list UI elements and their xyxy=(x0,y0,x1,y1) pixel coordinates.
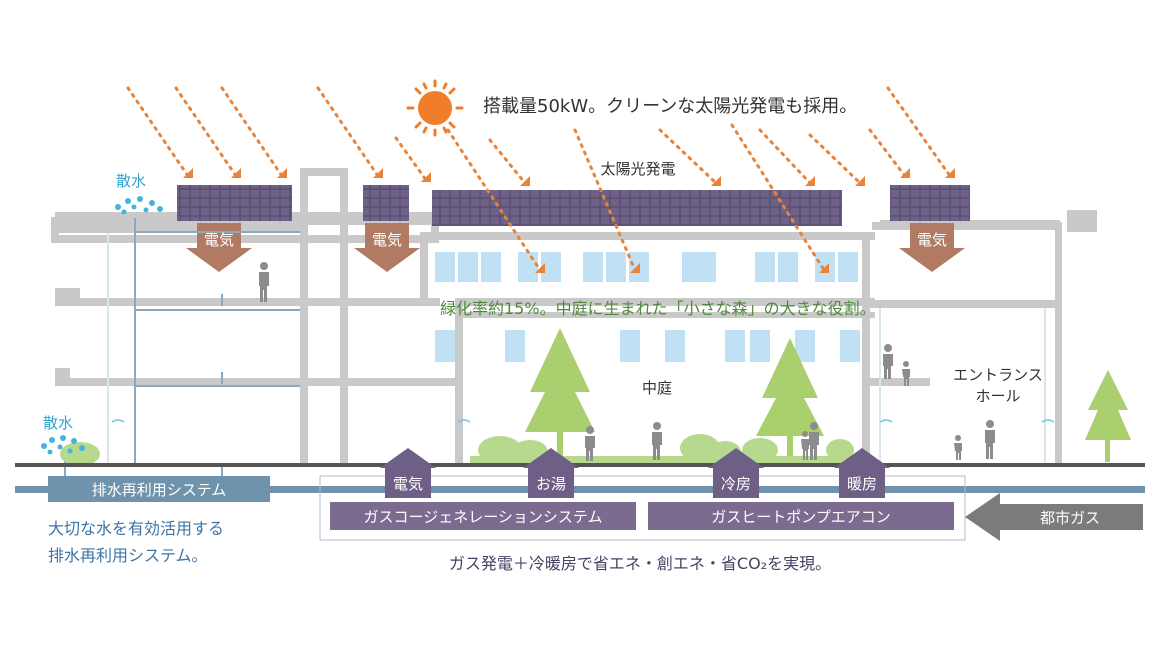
building-structure xyxy=(51,168,1097,466)
water-pipes xyxy=(64,218,300,490)
utility-arrow-electricity xyxy=(380,448,436,498)
tree-icon xyxy=(525,328,595,462)
wastewater-label: 排水再利用システム xyxy=(92,481,227,499)
sprinkler-label: 散水 xyxy=(116,172,146,190)
person-icon xyxy=(883,344,893,379)
electricity-label: 電気 xyxy=(372,231,402,249)
sprinkler-icon xyxy=(115,196,163,215)
inner-walls xyxy=(107,233,1046,465)
sprinkler-icon xyxy=(41,435,85,455)
people xyxy=(259,262,995,461)
main-pipe xyxy=(15,486,1145,493)
electricity-arrow xyxy=(186,223,252,272)
solar-panel xyxy=(177,185,292,221)
person-icon xyxy=(985,420,995,459)
person-icon xyxy=(585,426,595,461)
utility-label-cooling: 冷房 xyxy=(721,475,751,493)
electricity-label: 電気 xyxy=(204,231,234,249)
tree-icon xyxy=(756,338,824,462)
wastewater-note-line2: 排水再利用システム。 xyxy=(48,546,208,565)
entrance-label-line2: ホール xyxy=(975,387,1020,405)
windows xyxy=(435,252,860,362)
person-icon xyxy=(801,431,809,460)
person-icon xyxy=(954,435,962,460)
person-icon xyxy=(259,262,269,302)
entrance-label-line1: エントランス xyxy=(953,366,1043,384)
city-gas-arrow xyxy=(965,493,1143,541)
utility-arrow-heating xyxy=(834,448,890,498)
utility-label-hot-water: お湯 xyxy=(536,475,566,493)
city-gas-label: 都市ガス xyxy=(1040,509,1100,527)
solar-panel-label: 太陽光発電 xyxy=(600,160,675,178)
electricity-arrow xyxy=(899,223,965,272)
person-icon xyxy=(652,422,662,460)
wastewater-box xyxy=(48,476,270,502)
greening-caption: 緑化率約15%。中庭に生まれた「小さな森」の大きな役割。 xyxy=(440,299,876,318)
courtyard-trees xyxy=(525,328,1131,462)
utility-label-electricity: 電気 xyxy=(393,475,423,493)
utility-arrow-hot-water xyxy=(523,448,579,498)
courtyard-label: 中庭 xyxy=(642,379,672,397)
wastewater-note-line1: 大切な水を有効活用する xyxy=(48,519,224,538)
utility-label-heating: 暖房 xyxy=(847,475,877,493)
solar-panel xyxy=(432,190,842,226)
person-icon xyxy=(902,361,910,386)
footer-note: ガス発電＋冷暖房で省エネ・創エネ・省CO₂を実現。 xyxy=(449,554,831,573)
utility-arrows xyxy=(380,448,890,498)
sun-rays xyxy=(126,86,952,272)
ray-arrowheads xyxy=(183,168,955,273)
electricity-label: 電気 xyxy=(917,231,947,249)
tree-icon xyxy=(1085,370,1131,462)
ground-line xyxy=(15,463,1145,467)
electricity-arrow xyxy=(354,223,420,272)
cogeneration-label: ガスコージェネレーションシステム xyxy=(364,508,603,526)
airflow-marks xyxy=(111,419,1055,423)
sun-icon xyxy=(406,79,464,137)
solar-headline: 搭載量50kW。クリーンな太陽光発電も採用。 xyxy=(483,96,857,117)
heat-pump-box xyxy=(648,502,954,530)
heat-pump-label: ガスヒートポンプエアコン xyxy=(711,508,891,526)
systems-frame xyxy=(319,475,966,541)
solar-panel xyxy=(890,185,970,221)
sprinkler-label: 散水 xyxy=(43,414,73,432)
cogeneration-box xyxy=(330,502,636,530)
solar-panels xyxy=(177,185,970,226)
bushes xyxy=(60,434,870,466)
utility-arrow-cooling xyxy=(708,448,764,498)
solar-panel xyxy=(363,185,409,221)
electricity-arrows xyxy=(186,223,965,272)
person-icon xyxy=(809,422,819,460)
